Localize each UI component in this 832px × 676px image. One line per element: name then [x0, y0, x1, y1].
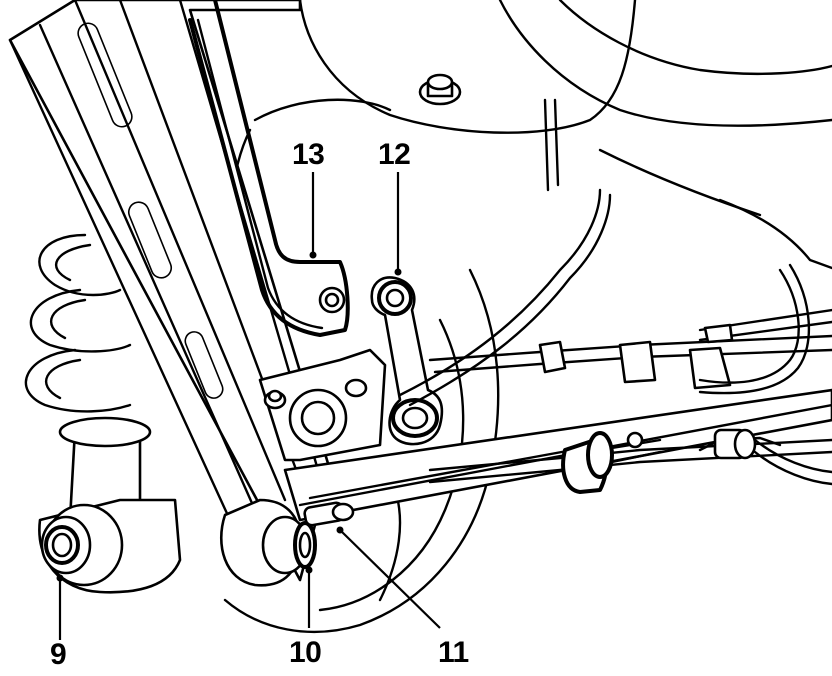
callout-12: 12	[378, 138, 411, 171]
leader-lines	[56, 172, 441, 640]
coil-spring	[24, 233, 132, 413]
shock-absorber	[38, 416, 182, 594]
callout-11: 11	[438, 636, 469, 669]
trailing-arm	[8, 0, 332, 587]
callout-13: 13	[292, 138, 325, 171]
hydraulic-line	[698, 263, 811, 395]
callout-10: 10	[289, 636, 322, 669]
hub-carrier	[258, 348, 387, 462]
handbrake-cable	[398, 188, 832, 494]
coupling-rod	[370, 276, 444, 446]
lower-link	[283, 388, 832, 527]
callout-9: 9	[50, 638, 67, 671]
brake-pipe	[188, 0, 350, 337]
body-panel	[298, 0, 832, 270]
